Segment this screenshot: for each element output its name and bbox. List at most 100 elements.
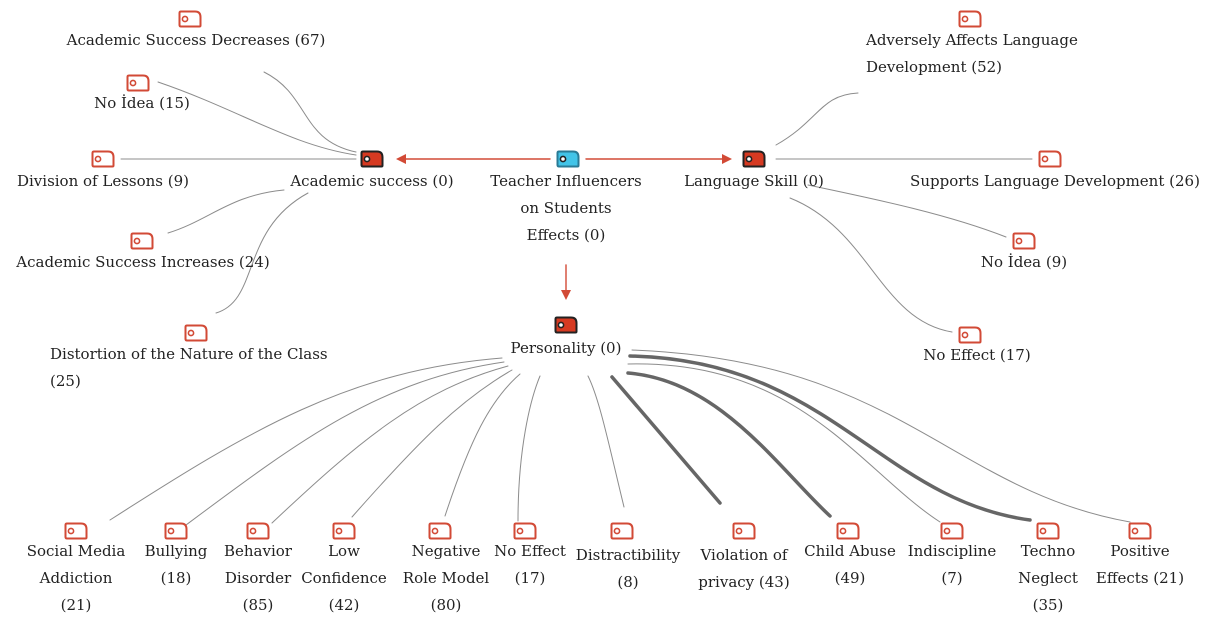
academic-code-label[interactable]: Academic Success Decreases (67) bbox=[46, 27, 346, 54]
code-tag-icon[interactable] bbox=[64, 522, 88, 544]
personality-code-label[interactable]: Distractibility (8) bbox=[568, 542, 688, 596]
personality-code-label-line: (21) bbox=[60, 596, 92, 614]
personality-code-label-line: Addiction bbox=[39, 569, 113, 587]
code-tag-icon[interactable] bbox=[836, 522, 860, 544]
code-tag-icon[interactable] bbox=[610, 522, 634, 544]
code-tag-icon[interactable] bbox=[1038, 150, 1062, 172]
personality-code-label-line: Distractibility bbox=[575, 546, 681, 564]
code-tag-icon[interactable] bbox=[958, 10, 982, 32]
language-link-line bbox=[807, 184, 1007, 238]
personality-code-label[interactable]: Indiscipline(7) bbox=[897, 538, 1007, 592]
personality-code-label[interactable]: Child Abuse (49) bbox=[795, 538, 905, 592]
code-tag-icon[interactable] bbox=[428, 522, 452, 544]
academic-link-line bbox=[263, 71, 357, 153]
personality-link-line bbox=[626, 371, 832, 518]
academic-success-node-label[interactable]: Academic success (0) bbox=[290, 172, 454, 190]
personality-node-label[interactable]: Personality (0) bbox=[510, 339, 622, 357]
personality-code-label-line: Bullying bbox=[144, 542, 208, 560]
code-tag-icon[interactable] bbox=[1012, 232, 1036, 254]
personality-link-line bbox=[185, 361, 505, 526]
language-link-line bbox=[789, 197, 953, 333]
personality-code-label-line: Negative bbox=[411, 542, 481, 560]
code-tag-icon[interactable] bbox=[732, 522, 756, 544]
code-tag-icon[interactable] bbox=[246, 522, 270, 544]
personality-link-line bbox=[444, 373, 521, 517]
code-tag-icon[interactable] bbox=[940, 522, 964, 544]
personality-link-line bbox=[610, 375, 722, 505]
academic-link-line bbox=[167, 189, 285, 234]
personality-link-line bbox=[587, 375, 625, 508]
personality-code-label-line: No Effect bbox=[494, 542, 566, 560]
code-tag-icon[interactable] bbox=[91, 150, 115, 172]
personality-link-line bbox=[517, 375, 541, 522]
personality-code-label-line: Behavior bbox=[224, 542, 292, 560]
language-code-label-line: Supports Language Development (26) bbox=[910, 172, 1200, 190]
personality-code-label-line: Indiscipline bbox=[907, 542, 997, 560]
code-tag-icon[interactable] bbox=[126, 74, 150, 96]
academic-code-label-line: Division of Lessons (9) bbox=[16, 172, 190, 190]
parent-code-icon[interactable] bbox=[742, 150, 766, 172]
personality-code-label-line: (42) bbox=[328, 596, 360, 614]
personality-code-label-line: Social Media bbox=[26, 542, 126, 560]
academic-code-label[interactable]: Division of Lessons (9) bbox=[3, 168, 203, 195]
academic-code-label-line: Academic Success Decreases (67) bbox=[66, 31, 326, 49]
academic-link-line bbox=[215, 192, 309, 314]
academic-code-label-line: Academic Success Increases (24) bbox=[16, 253, 270, 271]
personality-link-line bbox=[627, 363, 941, 523]
personality-code-label-line: Child Abuse bbox=[804, 542, 896, 560]
academic-code-label[interactable]: Distortion of the Nature of the Class(25… bbox=[50, 341, 328, 395]
root-node-label-line: Teacher Influencers bbox=[490, 172, 642, 190]
personality-code-label-line: Low bbox=[328, 542, 360, 560]
code-tag-icon[interactable] bbox=[332, 522, 356, 544]
personality-code-label-line: Role Model bbox=[402, 569, 490, 587]
code-tag-icon[interactable] bbox=[164, 522, 188, 544]
code-tag-icon[interactable] bbox=[1128, 522, 1152, 544]
personality-code-label-line: (35) bbox=[1032, 596, 1064, 614]
personality-code-label-line: (85) bbox=[242, 596, 274, 614]
root-node-label-line: Effects (0) bbox=[526, 226, 606, 244]
language-code-label[interactable]: Supports Language Development (26) bbox=[895, 168, 1215, 195]
personality-link-line bbox=[628, 354, 1032, 522]
code-tag-icon[interactable] bbox=[130, 232, 154, 254]
root-code-icon[interactable] bbox=[556, 150, 580, 172]
personality-code-label-line: (8) bbox=[617, 573, 639, 591]
parent-code-icon[interactable] bbox=[360, 150, 384, 172]
language-skill-node-label[interactable]: Language Skill (0) bbox=[684, 172, 824, 190]
personality-code-label-line: (18) bbox=[160, 569, 192, 587]
personality-code-label-line: Positive bbox=[1110, 542, 1170, 560]
language-code-label-line: Development (52) bbox=[866, 58, 1003, 76]
code-tag-icon[interactable] bbox=[1036, 522, 1060, 544]
personality-link-line bbox=[351, 369, 513, 518]
personality-code-label-line: (80) bbox=[430, 596, 462, 614]
language-code-label-line: No İdea (9) bbox=[980, 253, 1068, 271]
personality-code-label-line: Neglect bbox=[1018, 569, 1078, 587]
personality-code-label-line: Effects (21) bbox=[1095, 569, 1185, 587]
personality-code-label[interactable]: Bullying (18) bbox=[131, 538, 221, 592]
academic-code-label[interactable]: No İdea (15) bbox=[72, 90, 212, 117]
personality-code-label-line: (49) bbox=[834, 569, 866, 587]
code-tag-icon[interactable] bbox=[184, 324, 208, 346]
academic-link-line bbox=[157, 81, 357, 156]
personality-link-line bbox=[109, 357, 503, 521]
personality-code-label[interactable]: No Effect(17) bbox=[485, 538, 575, 592]
code-tag-icon[interactable] bbox=[178, 10, 202, 32]
personality-code-label-line: Violation of bbox=[700, 546, 788, 564]
personality-code-label-line: Disorder bbox=[224, 569, 292, 587]
parent-code-icon[interactable] bbox=[554, 316, 578, 338]
code-tag-icon[interactable] bbox=[958, 326, 982, 348]
code-tag-icon[interactable] bbox=[513, 522, 537, 544]
academic-code-label[interactable]: Academic Success Increases (24) bbox=[0, 249, 293, 276]
language-code-label[interactable]: No İdea (9) bbox=[954, 249, 1094, 276]
language-code-label-line: No Effect (17) bbox=[923, 346, 1031, 364]
language-code-label[interactable]: No Effect (17) bbox=[907, 342, 1047, 369]
